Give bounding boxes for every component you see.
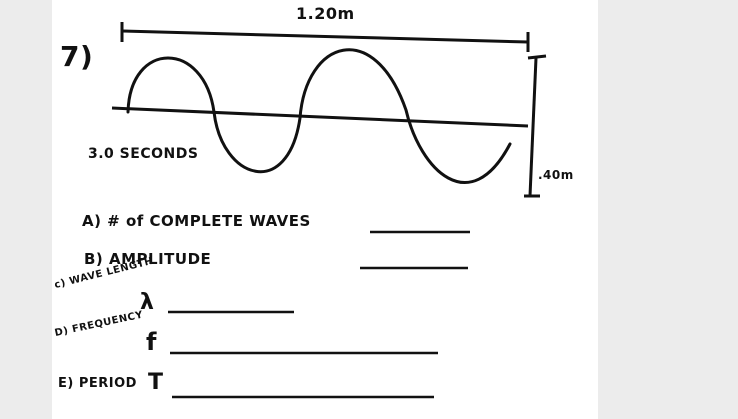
height-bracket-top-tick: [527, 54, 547, 60]
question-c-symbol: λ: [140, 290, 155, 315]
wave-curve: [126, 48, 512, 184]
length-label: 1.20m: [296, 4, 355, 23]
length-bracket-line: [121, 29, 529, 44]
height-bracket-line: [528, 57, 538, 197]
wave-axis: [111, 106, 529, 128]
question-d-symbol: f: [146, 328, 157, 356]
time-label: 3.0 SECONDS: [88, 146, 199, 162]
question-a: A) # of COMPLETE WAVES: [82, 212, 311, 230]
question-e-symbol: T: [148, 370, 164, 395]
height-label: .40m: [538, 168, 574, 182]
problem-number: 7): [60, 40, 94, 73]
question-e-label: E) PERIOD: [58, 376, 137, 391]
question-b: B) AMPLITUDE: [84, 250, 212, 268]
